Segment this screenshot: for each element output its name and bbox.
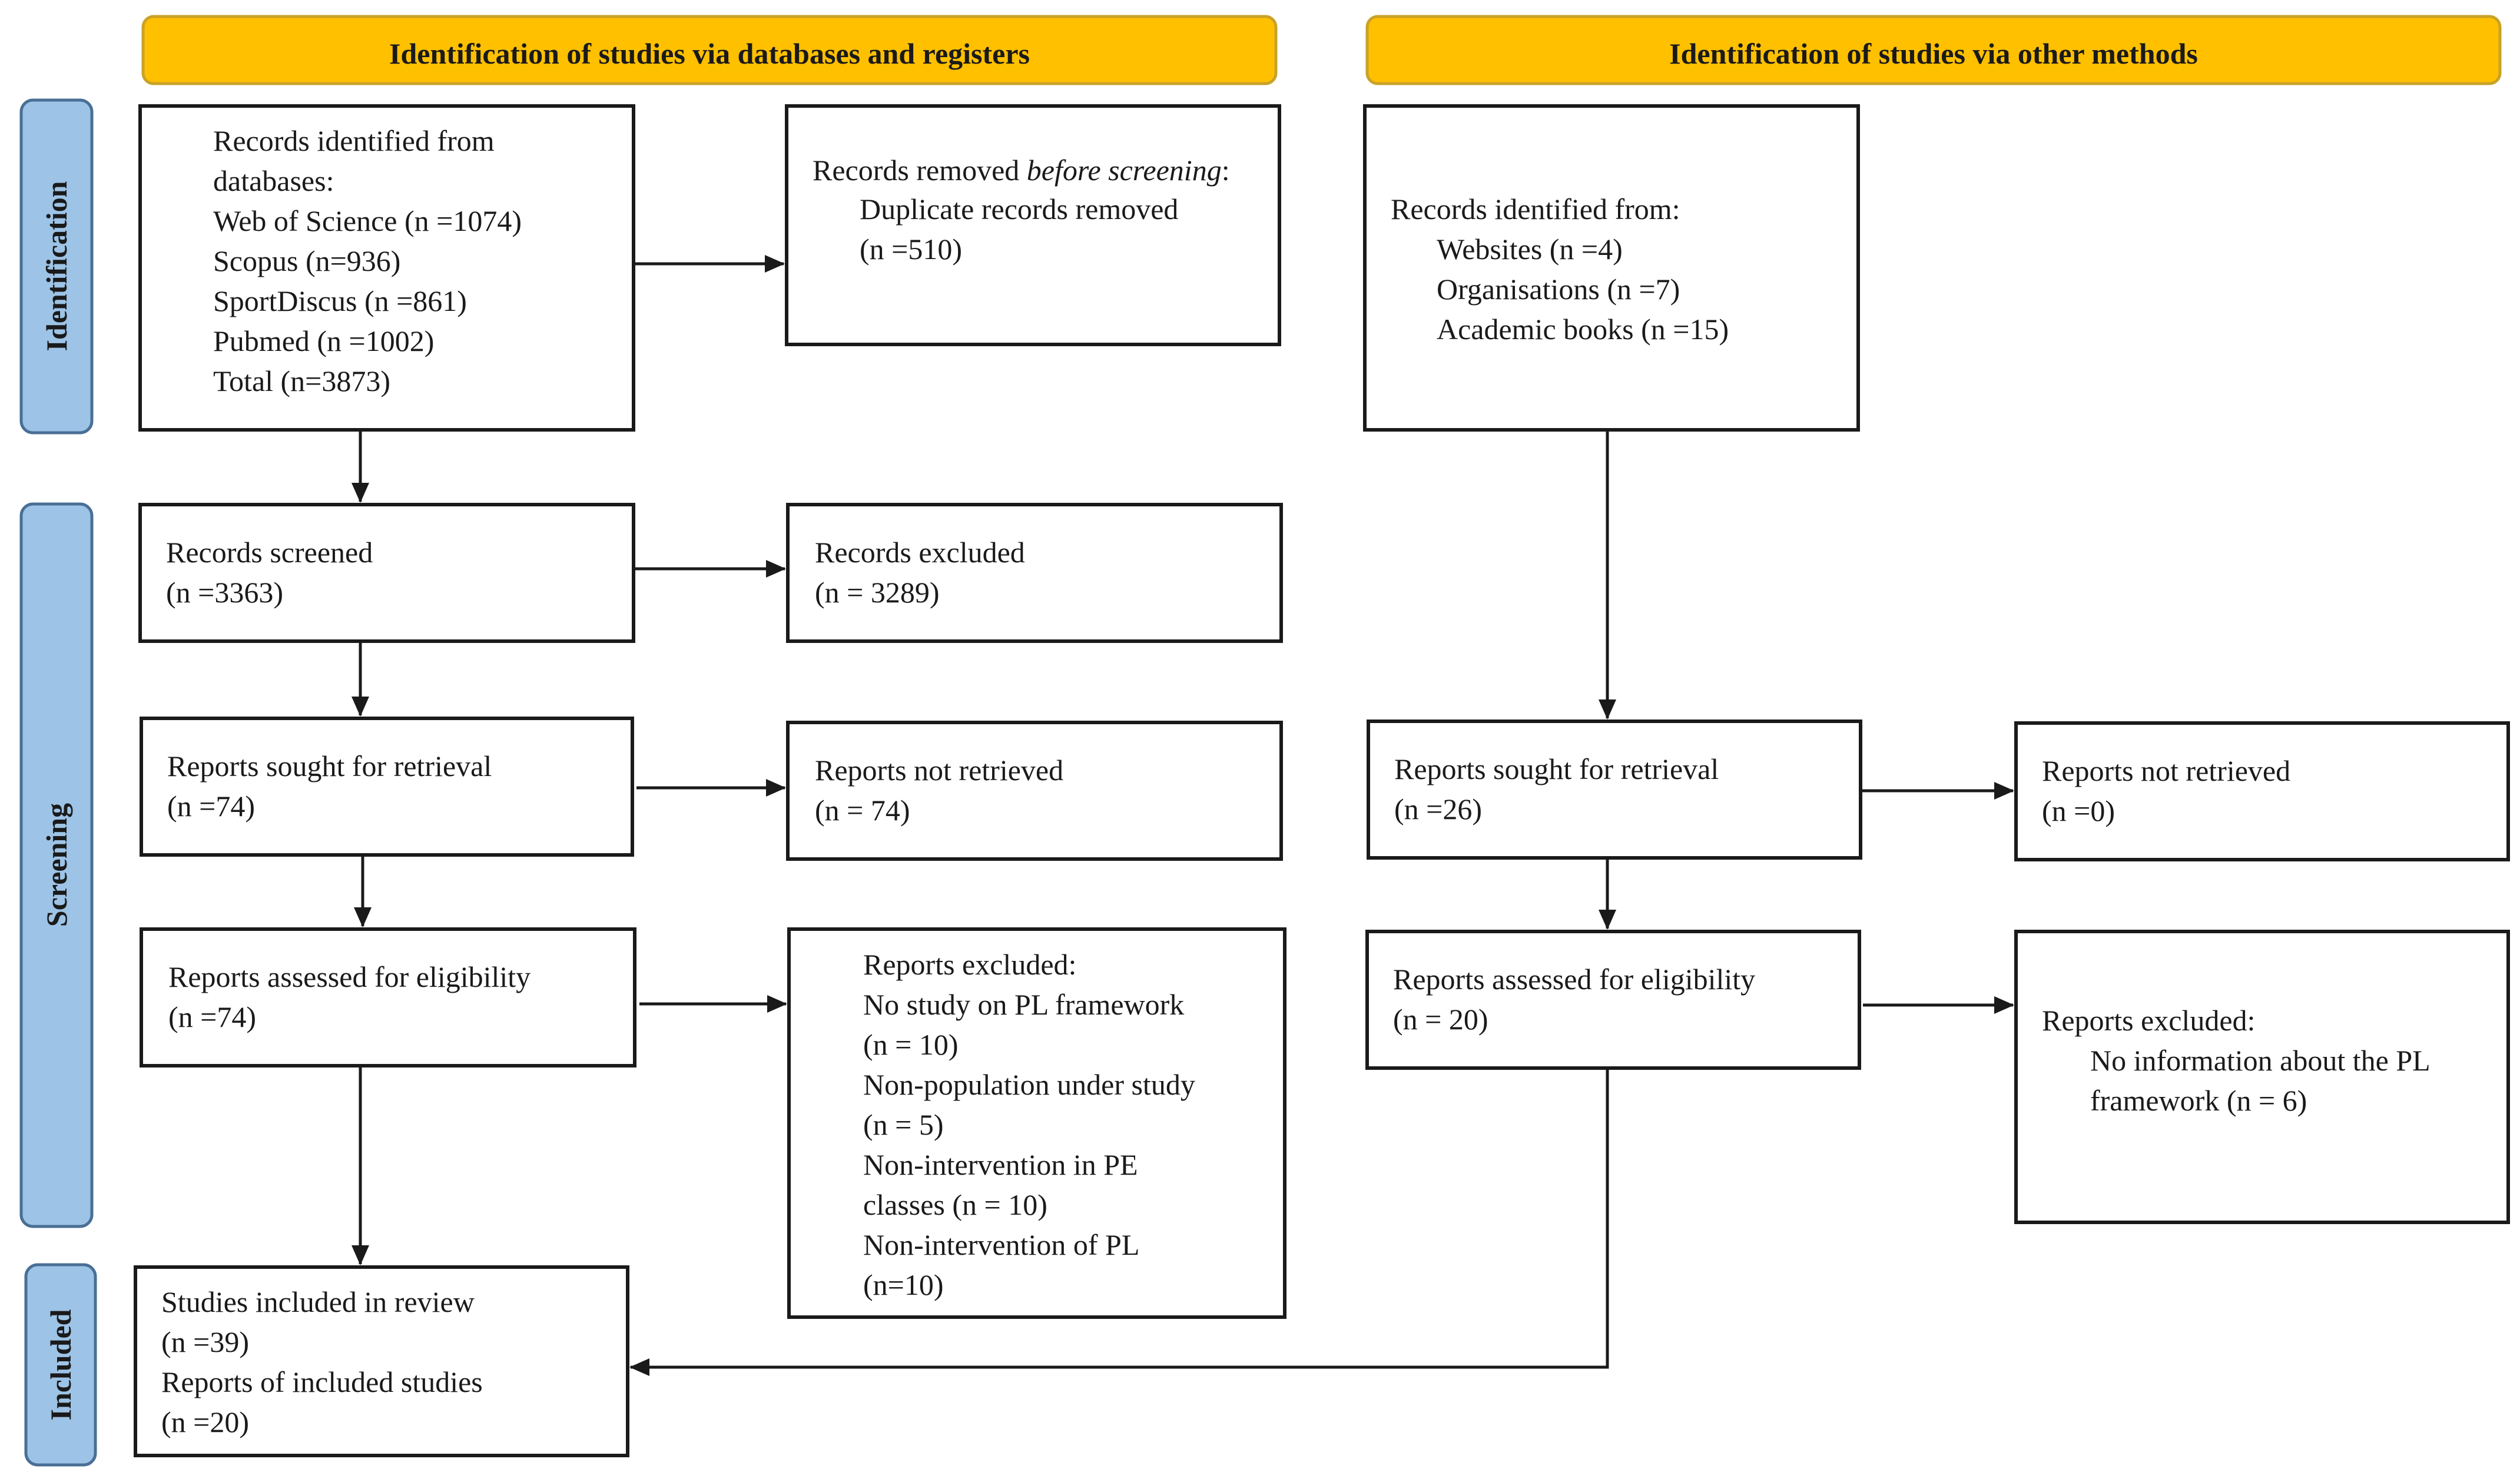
records-removed-title: Records removed before screening: xyxy=(813,154,1230,187)
phase-included: Included xyxy=(24,1263,97,1467)
arrow-other-assessed-to-included xyxy=(629,1068,1609,1376)
reports-excluded-other-line: No information about the PL xyxy=(2090,1044,2431,1077)
box-studies-included: Studies included in review (n =39) Repor… xyxy=(134,1265,629,1457)
box-records-removed: Records removed before screening: Duplic… xyxy=(785,104,1281,346)
records-identified-databases-line: Scopus (n=936) xyxy=(213,244,400,277)
records-identified-databases-line: SportDiscus (n =861) xyxy=(213,284,467,317)
header-databases: Identification of studies via databases … xyxy=(141,15,1278,85)
records-screened-line: Records screened xyxy=(166,536,373,569)
records-identified-databases-line: Total (n=3873) xyxy=(213,364,390,397)
reports-excluded-databases-line: Non-intervention in PE xyxy=(863,1148,1138,1181)
reports-assessed-other-line: (n = 20) xyxy=(1393,1003,1488,1036)
box-reports-assessed-databases: Reports assessed for eligibility (n =74) xyxy=(140,927,636,1067)
reports-excluded-databases-line: No study on PL framework xyxy=(863,988,1184,1021)
reports-excluded-databases-line: (n = 10) xyxy=(863,1028,959,1061)
studies-included-line: Studies included in review xyxy=(161,1285,475,1318)
records-excluded-line: Records excluded xyxy=(815,536,1025,569)
reports-not-retrieved-other-line: (n =0) xyxy=(2042,794,2115,827)
studies-included-line: Reports of included studies xyxy=(161,1365,483,1398)
records-removed-title-colon: : xyxy=(1222,154,1230,187)
reports-sought-other-line: (n =26) xyxy=(1394,793,1482,825)
records-identified-databases-line: Records identified from xyxy=(213,124,495,157)
box-records-identified-databases: Records identified from databases: Web o… xyxy=(138,104,635,432)
box-records-identified-other: Records identified from: Websites (n =4)… xyxy=(1363,104,1860,432)
records-excluded-line: (n = 3289) xyxy=(815,576,940,609)
box-reports-not-retrieved-other: Reports not retrieved (n =0) xyxy=(2014,721,2510,861)
records-identified-databases-line: Pubmed (n =1002) xyxy=(213,324,434,357)
reports-excluded-databases-line: Non-population under study xyxy=(863,1068,1195,1101)
reports-not-retrieved-databases-line: (n = 74) xyxy=(815,794,910,827)
reports-excluded-other-line: framework (n = 6) xyxy=(2090,1084,2307,1117)
records-removed-line: (n =510) xyxy=(860,233,962,266)
reports-excluded-other-line: Reports excluded: xyxy=(2042,1004,2255,1037)
phase-screening: Screening xyxy=(19,502,94,1228)
reports-excluded-databases-line: (n=10) xyxy=(863,1268,944,1301)
records-removed-title-italic: before screening xyxy=(1027,154,1222,187)
reports-excluded-databases-line: Reports excluded: xyxy=(863,948,1076,981)
reports-excluded-databases-line: classes (n = 10) xyxy=(863,1188,1047,1221)
studies-included-line: (n =39) xyxy=(161,1325,249,1358)
box-reports-sought-other: Reports sought for retrieval (n =26) xyxy=(1367,720,1862,860)
header-other-methods: Identification of studies via other meth… xyxy=(1365,15,2502,85)
records-identified-other-line: Academic books (n =15) xyxy=(1437,313,1729,346)
reports-excluded-databases-line: Non-intervention of PL xyxy=(863,1228,1139,1261)
phase-screening-label: Screening xyxy=(40,803,73,927)
records-removed-line: Duplicate records removed xyxy=(860,193,1178,226)
records-identified-databases-line: Web of Science (n =1074) xyxy=(213,204,522,237)
reports-sought-databases-line: (n =74) xyxy=(167,790,255,823)
box-records-screened: Records screened (n =3363) xyxy=(138,503,635,643)
reports-sought-databases-line: Reports sought for retrieval xyxy=(167,750,492,783)
reports-excluded-databases-line: (n = 5) xyxy=(863,1108,944,1141)
reports-not-retrieved-other-line: Reports not retrieved xyxy=(2042,754,2290,787)
box-records-excluded: Records excluded (n = 3289) xyxy=(786,503,1283,643)
box-reports-excluded-other: Reports excluded: No information about t… xyxy=(2014,930,2510,1224)
reports-not-retrieved-databases-line: Reports not retrieved xyxy=(815,754,1063,787)
box-reports-assessed-other: Reports assessed for eligibility (n = 20… xyxy=(1365,930,1861,1070)
records-identified-other-line: Websites (n =4) xyxy=(1437,233,1623,266)
records-screened-line: (n =3363) xyxy=(166,576,283,609)
records-identified-databases-line: databases: xyxy=(213,164,334,197)
reports-assessed-databases-line: Reports assessed for eligibility xyxy=(168,960,530,993)
reports-sought-other-line: Reports sought for retrieval xyxy=(1394,752,1719,785)
records-identified-other-line: Organisations (n =7) xyxy=(1437,273,1680,306)
studies-included-line: (n =20) xyxy=(161,1405,249,1438)
records-identified-other-line: Records identified from: xyxy=(1391,193,1680,226)
box-reports-sought-databases: Reports sought for retrieval (n =74) xyxy=(140,717,634,857)
records-removed-title-plain: Records removed xyxy=(813,154,1027,187)
reports-assessed-databases-line: (n =74) xyxy=(168,1000,256,1033)
phase-included-label: Included xyxy=(44,1309,77,1420)
header-other-methods-label: Identification of studies via other meth… xyxy=(1669,37,2198,70)
box-reports-excluded-databases: Reports excluded: No study on PL framewo… xyxy=(787,927,1286,1319)
phase-identification: Identification xyxy=(19,98,94,435)
reports-assessed-other-line: Reports assessed for eligibility xyxy=(1393,963,1755,996)
box-reports-not-retrieved-databases: Reports not retrieved (n = 74) xyxy=(786,721,1283,861)
header-databases-label: Identification of studies via databases … xyxy=(389,37,1030,70)
phase-identification-label: Identification xyxy=(40,181,73,351)
